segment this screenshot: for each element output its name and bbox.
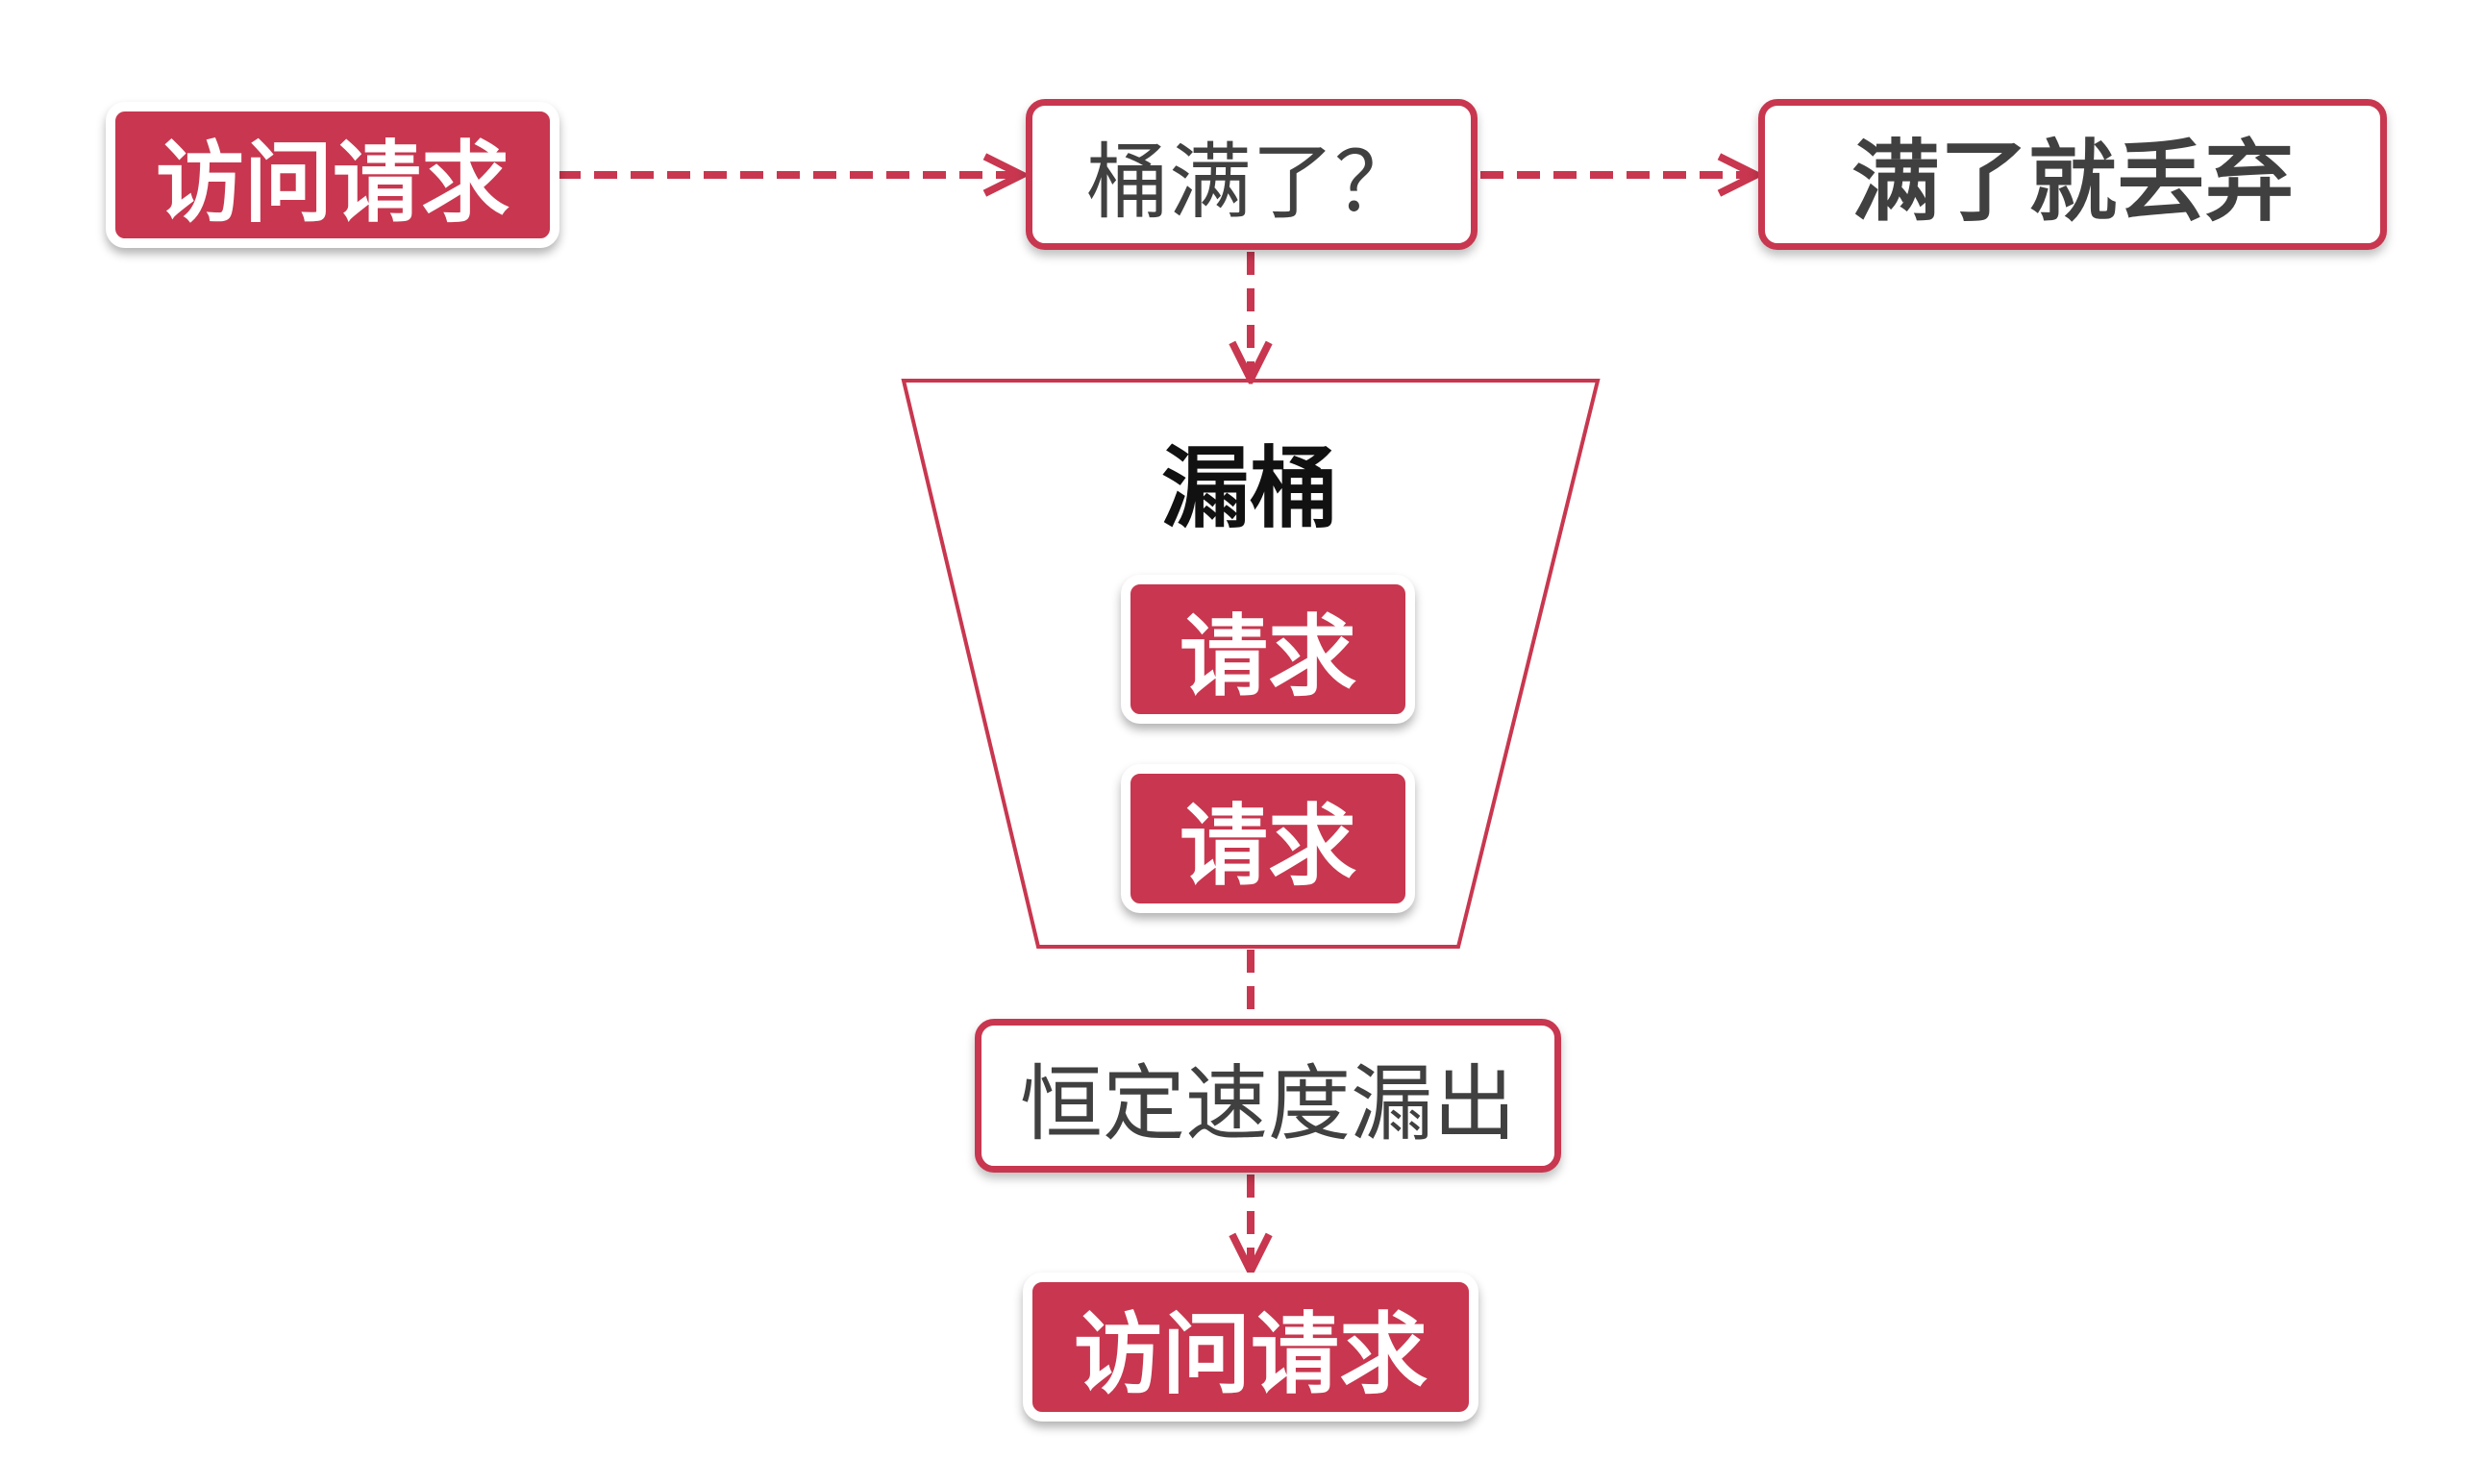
constant-leak-node: 恒定速度漏出 (975, 1019, 1561, 1173)
constant-leak-label: 恒定速度漏出 (1020, 1055, 1516, 1152)
bucket-request-label-2: 请求 (1179, 795, 1356, 898)
leaky-bucket-title: 漏桶 (1160, 436, 1338, 540)
bucket-request-item-2: 请求 (1121, 764, 1415, 913)
bucket-full-check-label: 桶满了？ (1086, 135, 1417, 231)
request-out-label: 访问请求 (1073, 1303, 1428, 1406)
bucket-request-item-1: 请求 (1121, 575, 1415, 724)
request-out-node: 访问请求 (1023, 1273, 1478, 1422)
bucket-full-check-node: 桶满了？ (1026, 99, 1478, 250)
request-in-node: 访问请求 (106, 102, 559, 248)
discard-label: 满了就丢弃 (1851, 131, 2294, 234)
bucket-request-label-1: 请求 (1179, 606, 1356, 708)
request-in-label: 访问请求 (155, 131, 509, 235)
discard-node: 满了就丢弃 (1758, 99, 2387, 250)
